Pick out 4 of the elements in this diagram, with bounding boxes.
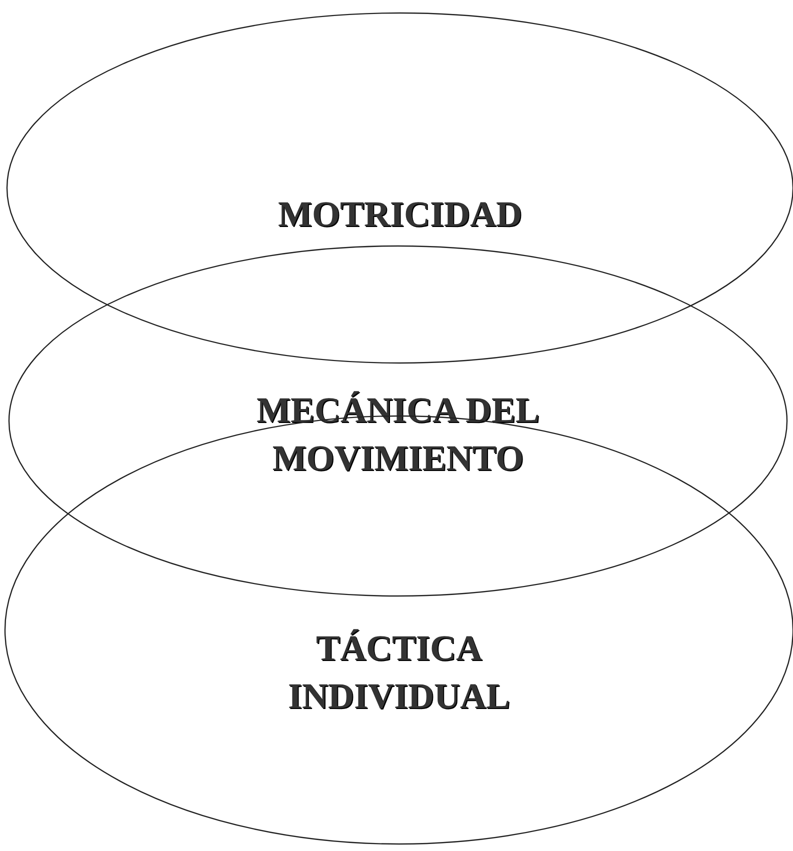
ellipse-node (8, 245, 788, 597)
ellipse-label: MOTRICIDAD (276, 193, 523, 236)
ellipse-label: TÁCTICA INDIVIDUAL (286, 627, 512, 718)
ellipse-node (6, 12, 793, 364)
